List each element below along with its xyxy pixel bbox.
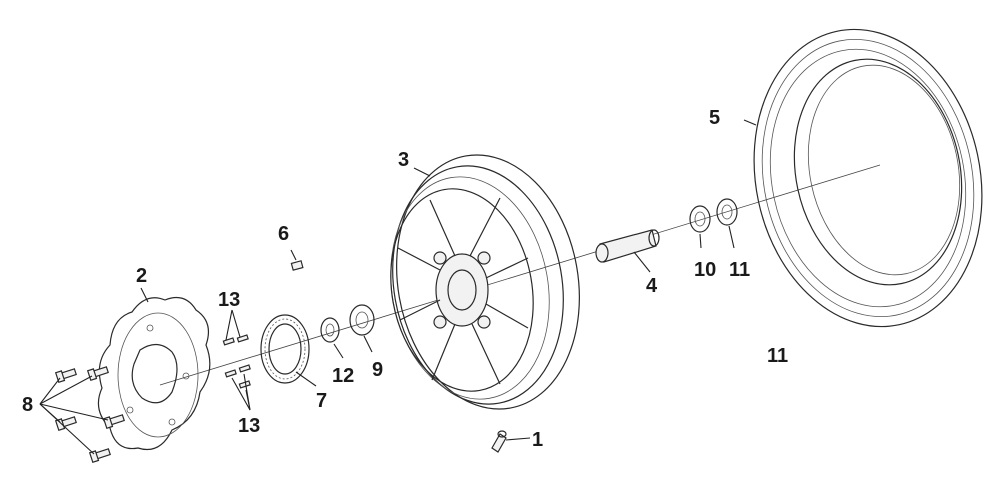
callout-washer-9: 9: [372, 359, 383, 381]
callout-tire-11: 11: [767, 345, 788, 367]
callout-disc-bolts: 8: [22, 394, 33, 416]
brake-disc: [97, 297, 211, 451]
balance-weight: [290, 260, 304, 271]
assembly-axis: [159, 164, 881, 386]
callout-screws-top: 13: [218, 289, 240, 311]
callout-brake-disc: 2: [136, 265, 147, 287]
tone-ring: [260, 314, 310, 384]
leader-lines: [39, 119, 757, 455]
callout-washer-10: 10: [694, 259, 716, 281]
washer-9: [349, 304, 375, 336]
disc-bolts: [54, 366, 125, 464]
callout-washer-12: 12: [332, 365, 354, 387]
callout-rim: 3: [398, 149, 409, 171]
callout-tire: 5: [709, 107, 720, 129]
tire: [753, 28, 983, 328]
callout-screws-bottom: 13: [238, 415, 260, 437]
washer-11: [716, 198, 738, 226]
callout-valve: 1: [532, 429, 543, 451]
rim: [390, 154, 580, 410]
callout-weight: 6: [278, 223, 289, 245]
spacer-tube: [595, 229, 660, 263]
washer-12: [320, 317, 340, 343]
tone-ring-screws: [222, 334, 251, 389]
washer-10: [689, 205, 711, 233]
valve-stem: [491, 430, 507, 453]
callout-washer-11: 11: [729, 259, 750, 281]
callout-tone-ring: 7: [316, 390, 327, 412]
callout-spacer-tube: 4: [646, 275, 658, 297]
